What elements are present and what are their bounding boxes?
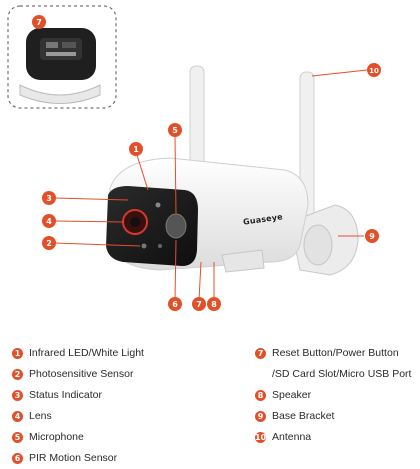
number-badge: 2	[12, 368, 23, 380]
number-badge: 8	[255, 389, 266, 401]
legend-label: Photosensitive Sensor	[29, 368, 134, 380]
svg-text:5: 5	[172, 126, 178, 135]
svg-text:2: 2	[46, 239, 52, 248]
number-badge: 10	[254, 431, 267, 443]
legend-item-infrared-led: 1 Infrared LED/White Light	[12, 345, 144, 361]
legend-item-base-bracket: 9 Base Bracket	[255, 408, 334, 424]
svg-text:3: 3	[46, 194, 52, 203]
legend-label: Speaker	[272, 389, 312, 401]
number-badge: 4	[12, 410, 23, 422]
legend-item-lens: 4 Lens	[12, 408, 52, 424]
feature-legend: 1 Infrared LED/White Light 2 Photosensit…	[0, 340, 420, 469]
status-indicator-icon	[155, 202, 161, 208]
legend-item-reset-button: 7 Reset Button/Power Button	[255, 345, 399, 361]
legend-label: Antenna	[272, 431, 312, 443]
leader-lines	[54, 69, 368, 301]
number-badge: 1	[12, 347, 23, 359]
svg-text:6: 6	[172, 300, 178, 309]
pir-sensor-icon	[165, 213, 187, 239]
legend-item-pir-motion-sensor: 6 PIR Motion Sensor	[12, 450, 117, 466]
number-badge: 9	[255, 410, 266, 422]
legend-item-microphone: 5 Microphone	[12, 429, 84, 445]
legend-item-status-indicator: 3 Status Indicator	[12, 387, 102, 403]
legend-label: Base Bracket	[272, 410, 335, 422]
svg-text:7: 7	[196, 300, 202, 309]
photosensitive-sensor-icon	[141, 243, 147, 249]
inset-card-slot-view	[7, 5, 117, 109]
svg-text:7: 7	[36, 18, 42, 27]
legend-label: Microphone	[29, 431, 84, 443]
svg-text:4: 4	[46, 217, 52, 226]
svg-text:8: 8	[211, 300, 217, 309]
svg-text:10: 10	[369, 67, 379, 75]
callout-markers: 7 1 3 4 2 5 6 7 8 9 10	[32, 15, 381, 311]
number-badge: 3	[12, 389, 23, 401]
number-badge: 6	[12, 452, 23, 464]
legend-item-photosensitive-sensor: 2 Photosensitive Sensor	[12, 366, 133, 382]
number-badge: 5	[12, 431, 23, 443]
legend-label: Infrared LED/White Light	[29, 347, 144, 359]
legend-label: Lens	[29, 410, 52, 422]
legend-label: Reset Button/Power Button	[272, 347, 399, 359]
legend-label-continued: /SD Card Slot/Micro USB Port	[272, 368, 412, 380]
svg-text:9: 9	[369, 232, 375, 241]
legend-item-sd-card-slot: /SD Card Slot/Micro USB Port	[272, 366, 411, 382]
legend-item-antenna: 10 Antenna	[255, 429, 311, 445]
legend-item-speaker: 8 Speaker	[255, 387, 311, 403]
number-badge: 7	[255, 347, 266, 359]
legend-label: PIR Motion Sensor	[29, 452, 118, 464]
svg-text:1: 1	[133, 145, 139, 154]
legend-label: Status Indicator	[29, 389, 102, 401]
camera-illustration: 7 1 3 4 2 5 6 7 8 9 10	[7, 5, 381, 311]
